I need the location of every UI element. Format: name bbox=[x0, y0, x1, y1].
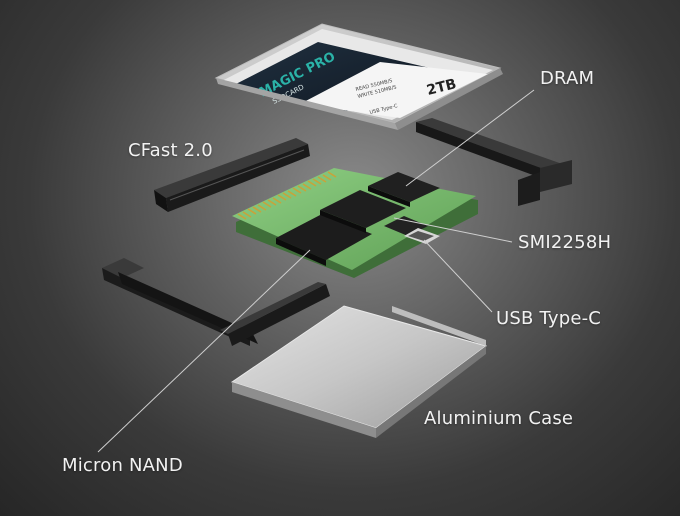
card-capacity-text: 2TB bbox=[425, 76, 458, 99]
label-cfast: CFast 2.0 bbox=[128, 140, 213, 161]
leader-smi bbox=[393, 217, 513, 243]
label-aluminium-case: Aluminium Case bbox=[424, 408, 574, 429]
leader-dram bbox=[405, 89, 535, 187]
card-lid: MAGIC PRO SSDCARD 2TB READ 550MB/S WRITE… bbox=[214, 23, 503, 130]
leader-lines bbox=[97, 89, 535, 453]
label-dram: DRAM bbox=[540, 68, 595, 89]
aluminium-case bbox=[230, 305, 488, 438]
bottom-rail bbox=[102, 258, 330, 346]
leader-nand bbox=[97, 249, 311, 453]
label-smi: SMI2258H bbox=[518, 232, 612, 253]
right-rail bbox=[416, 118, 572, 206]
pcb-board bbox=[232, 168, 478, 278]
label-micron-nand: Micron NAND bbox=[62, 455, 183, 476]
leader-usb bbox=[423, 239, 493, 313]
label-usb: USB Type-C bbox=[496, 308, 602, 329]
cfast-connector bbox=[154, 138, 310, 212]
